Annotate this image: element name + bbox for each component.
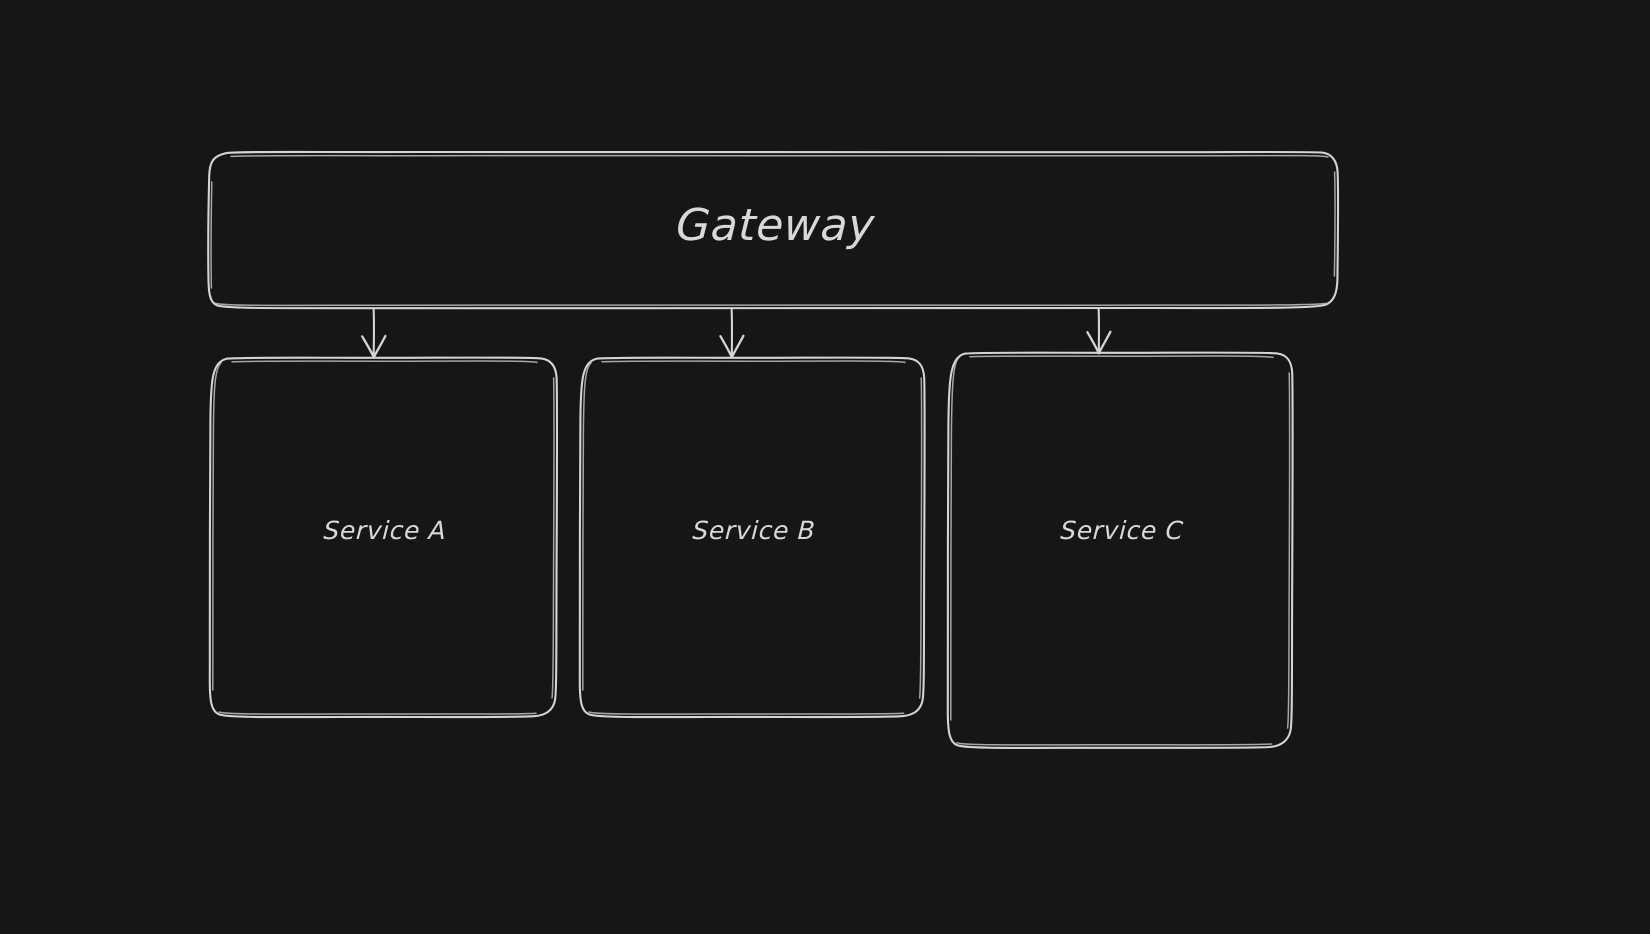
edge-gateway-to-service-c[interactable] — [1086, 307, 1112, 355]
service-b-node-shape[interactable] — [578, 356, 926, 719]
edge-gateway-to-service-b[interactable] — [719, 307, 745, 359]
gateway-node-label: Gateway — [674, 200, 877, 251]
service-c-node-label: Service C — [1059, 516, 1185, 545]
edge-gateway-to-service-a[interactable] — [361, 307, 387, 359]
service-a-node-label: Service A — [322, 516, 448, 545]
service-c-node-shape[interactable] — [946, 351, 1294, 749]
gateway-node-shape[interactable] — [207, 150, 1340, 310]
service-a-node-shape[interactable] — [208, 356, 559, 719]
service-b-node-label: Service B — [691, 516, 817, 545]
